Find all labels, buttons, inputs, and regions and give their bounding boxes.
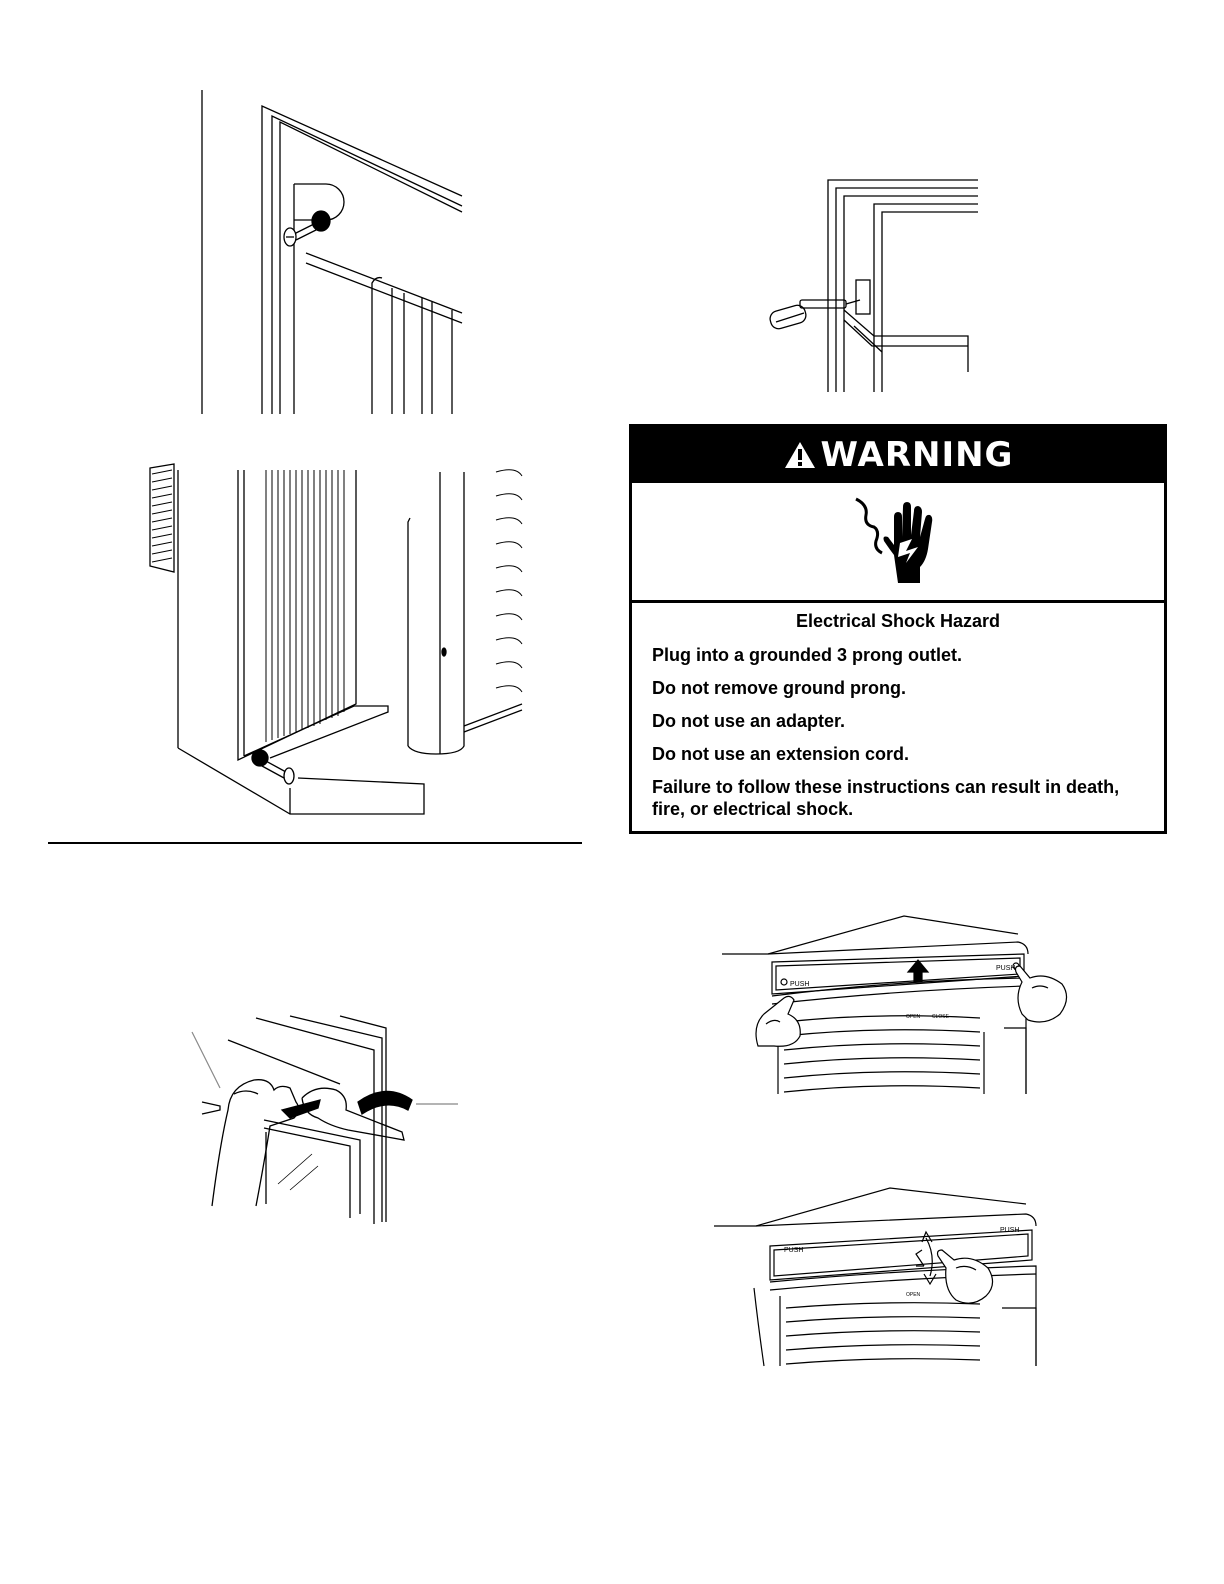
warning-triangle-icon bbox=[783, 440, 817, 470]
push-label-right: PUSH bbox=[1000, 1227, 1019, 1234]
push-label-left: PUSH bbox=[784, 1247, 803, 1254]
close-label: CLOSE bbox=[932, 1014, 950, 1020]
push-label-left: PUSH bbox=[790, 981, 809, 988]
warning-body: Electrical Shock Hazard Plug into a grou… bbox=[632, 603, 1164, 820]
figure-front-panel-push-tabs: PUSH PUSH OPEN CLOSE bbox=[718, 914, 1078, 1098]
figure-window-frame-top-screw bbox=[196, 88, 466, 418]
warning-instruction: Do not use an adapter. bbox=[652, 710, 1144, 732]
hazard-title: Electrical Shock Hazard bbox=[652, 611, 1144, 632]
warning-instruction: Do not remove ground prong. bbox=[652, 677, 1144, 699]
figure-screwdriver-window-frame bbox=[764, 176, 984, 396]
figure-front-panel-louver-adjust: PUSH PUSH OPEN bbox=[710, 1184, 1060, 1368]
push-label-right: PUSH bbox=[996, 965, 1015, 972]
figure-unit-side-bottom-screw bbox=[146, 462, 526, 818]
warning-instruction: Do not use an extension cord. bbox=[652, 743, 1144, 765]
figure-hands-applying-seal bbox=[190, 1014, 462, 1226]
open-label: OPEN bbox=[906, 1292, 921, 1298]
warning-title: WARNING bbox=[821, 435, 1014, 475]
warning-box: WARNING Electrical Shock Hazard Plug int… bbox=[629, 424, 1167, 834]
warning-header: WARNING bbox=[632, 427, 1164, 483]
electrical-shock-hand-icon bbox=[848, 497, 948, 587]
hazard-symbol bbox=[632, 483, 1164, 603]
warning-instruction: Failure to follow these instructions can… bbox=[652, 776, 1144, 820]
warning-instruction: Plug into a grounded 3 prong outlet. bbox=[652, 644, 1144, 666]
section-divider bbox=[48, 842, 582, 844]
open-label: OPEN bbox=[906, 1014, 921, 1020]
